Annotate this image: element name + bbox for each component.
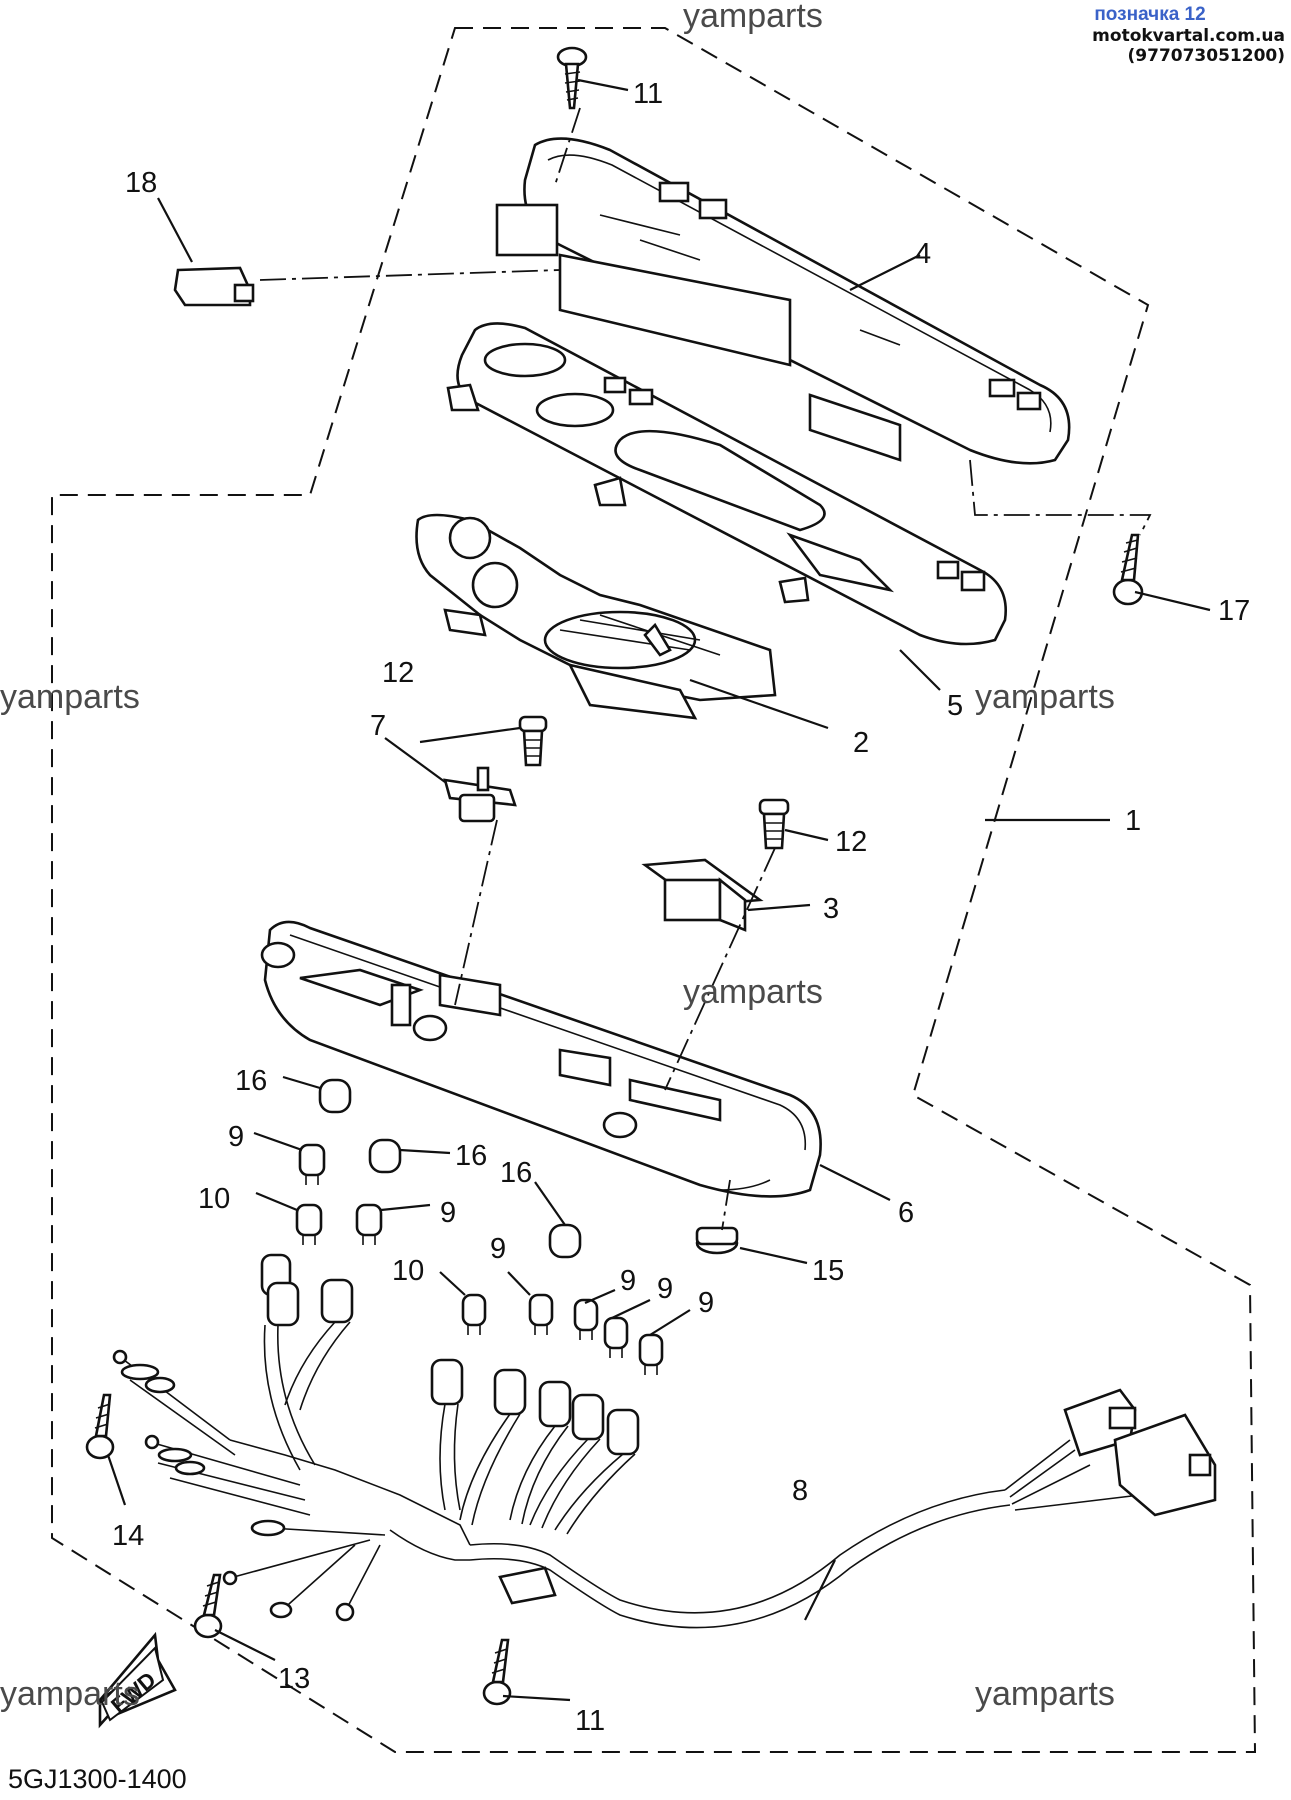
callout-2: 2 — [853, 727, 869, 759]
callout-15: 15 — [812, 1255, 844, 1287]
callout-9-a: 9 — [228, 1121, 244, 1153]
part-12-screw-lower — [758, 798, 790, 850]
part-9-bulb-5 — [603, 1316, 629, 1358]
part-9-bulb-4 — [573, 1298, 599, 1340]
part-11-screw-top — [556, 46, 588, 110]
callout-6: 6 — [898, 1197, 914, 1229]
part-7-sensor-bracket — [443, 766, 517, 823]
callout-12-upper: 12 — [382, 657, 414, 689]
callout-12-lower: 12 — [835, 826, 867, 858]
watermark-bottom-left: yamparts — [0, 1675, 140, 1713]
part-9-bulb-6 — [638, 1333, 664, 1375]
part-5-meter-panel — [446, 322, 1007, 646]
part-10-bulb-1 — [295, 1203, 323, 1245]
callout-16-a: 16 — [235, 1065, 267, 1097]
part-10-bulb-2 — [461, 1293, 487, 1335]
watermark-top: yamparts — [683, 0, 823, 35]
watermark-middle: yamparts — [683, 973, 823, 1011]
callout-9-d: 9 — [620, 1265, 636, 1297]
part-14-screw — [85, 1393, 115, 1460]
part-12-screw-upper — [518, 715, 548, 767]
part-3-connector-bracket — [641, 858, 764, 932]
part-16-bulb-cap-3 — [548, 1223, 582, 1259]
callout-16-b: 16 — [455, 1140, 487, 1172]
part-13-screw — [193, 1573, 223, 1639]
callout-10-b: 10 — [392, 1255, 424, 1287]
callout-5: 5 — [947, 690, 963, 722]
part-9-bulb-2 — [355, 1203, 383, 1245]
part-2-speedometer-dial — [415, 513, 777, 720]
callout-3: 3 — [823, 893, 839, 925]
callout-4: 4 — [915, 238, 931, 270]
part-16-bulb-cap-2 — [368, 1138, 402, 1174]
callout-9-f: 9 — [698, 1287, 714, 1319]
part-8-wire-harness — [112, 1253, 1217, 1629]
callout-7: 7 — [370, 710, 386, 742]
part-15-grommet — [695, 1226, 739, 1255]
callout-11-top: 11 — [633, 78, 663, 110]
callout-17: 17 — [1218, 595, 1250, 627]
part-9-bulb-1 — [298, 1143, 326, 1185]
callout-14: 14 — [112, 1520, 144, 1552]
part-6-lower-case — [260, 920, 822, 1198]
part-9-bulb-3 — [528, 1293, 554, 1335]
catalog-code: 5GJ1300-1400 — [8, 1764, 187, 1794]
part-17-screw — [1112, 533, 1144, 606]
callout-8: 8 — [792, 1475, 808, 1507]
callout-9-e: 9 — [657, 1273, 673, 1305]
assembly-boundary — [51, 27, 1257, 1753]
watermark-left: yamparts — [0, 678, 140, 716]
callout-13: 13 — [278, 1663, 310, 1695]
header-source: motokvartal.com.ua (977073051200) — [1092, 26, 1285, 66]
callout-1: 1 — [1125, 805, 1141, 837]
part-16-bulb-cap-1 — [318, 1078, 352, 1114]
part-11-screw-bottom — [482, 1638, 512, 1706]
callout-9-c: 9 — [490, 1233, 506, 1265]
watermark-bottom-right: yamparts — [975, 1675, 1115, 1713]
watermark-right: yamparts — [975, 678, 1115, 716]
callout-10-a: 10 — [198, 1183, 230, 1215]
callout-16-c: 16 — [500, 1157, 532, 1189]
callout-11-bottom: 11 — [575, 1705, 605, 1737]
part-4-meter-cover — [495, 137, 1071, 465]
part-18-clip — [173, 266, 255, 307]
callout-18: 18 — [125, 167, 157, 199]
header-label: позначка 12 — [1094, 4, 1206, 25]
callout-9-b: 9 — [440, 1197, 456, 1229]
fwd-arrow-icon — [97, 1631, 177, 1729]
